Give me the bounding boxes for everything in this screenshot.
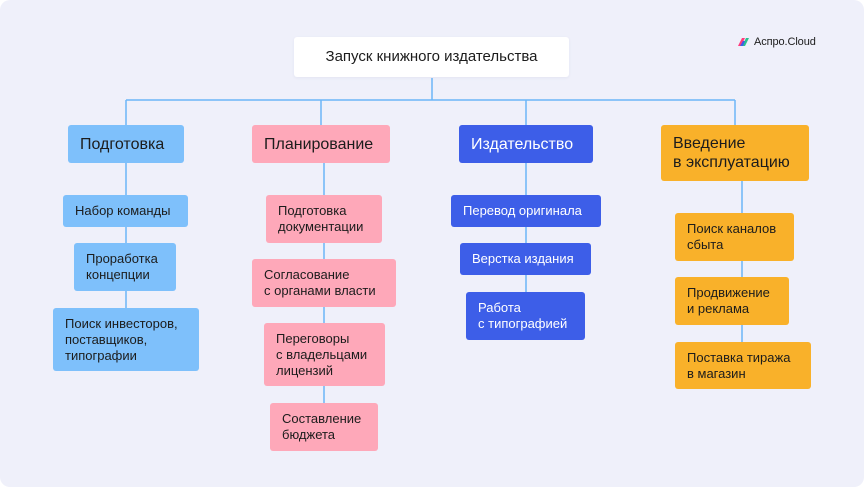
task-investor-search: Поиск инвесторов, поставщиков, типографи… [53, 308, 199, 371]
brand-name: Аспро.Cloud [754, 36, 816, 48]
task-budgeting: Составление бюджета [270, 403, 378, 451]
task-license-negotiations: Переговоры с владельцами лицензий [264, 323, 385, 386]
task-concept-development: Проработка концепции [74, 243, 176, 291]
task-store-delivery: Поставка тиража в магазин [675, 342, 811, 389]
task-documentation: Подготовка документации [266, 195, 382, 243]
task-promotion: Продвижение и реклама [675, 277, 789, 325]
task-layout: Верстка издания [460, 243, 591, 275]
task-sales-channels: Поиск каналов сбыта [675, 213, 794, 261]
task-printing-house: Работа с типографией [466, 292, 585, 340]
category-publishing: Издательство [459, 125, 593, 163]
category-planning: Планирование [252, 125, 390, 163]
category-commissioning: Введение в эксплуатацию [661, 125, 809, 181]
task-translation: Перевод оригинала [451, 195, 601, 227]
task-authority-approval: Согласование с органами власти [252, 259, 396, 307]
aspro-logo-icon [738, 38, 749, 46]
brand-logo: Аспро.Cloud [736, 36, 816, 48]
category-preparation: Подготовка [68, 125, 184, 163]
task-team-recruitment: Набор команды [63, 195, 188, 227]
root-node: Запуск книжного издательства [294, 37, 569, 77]
